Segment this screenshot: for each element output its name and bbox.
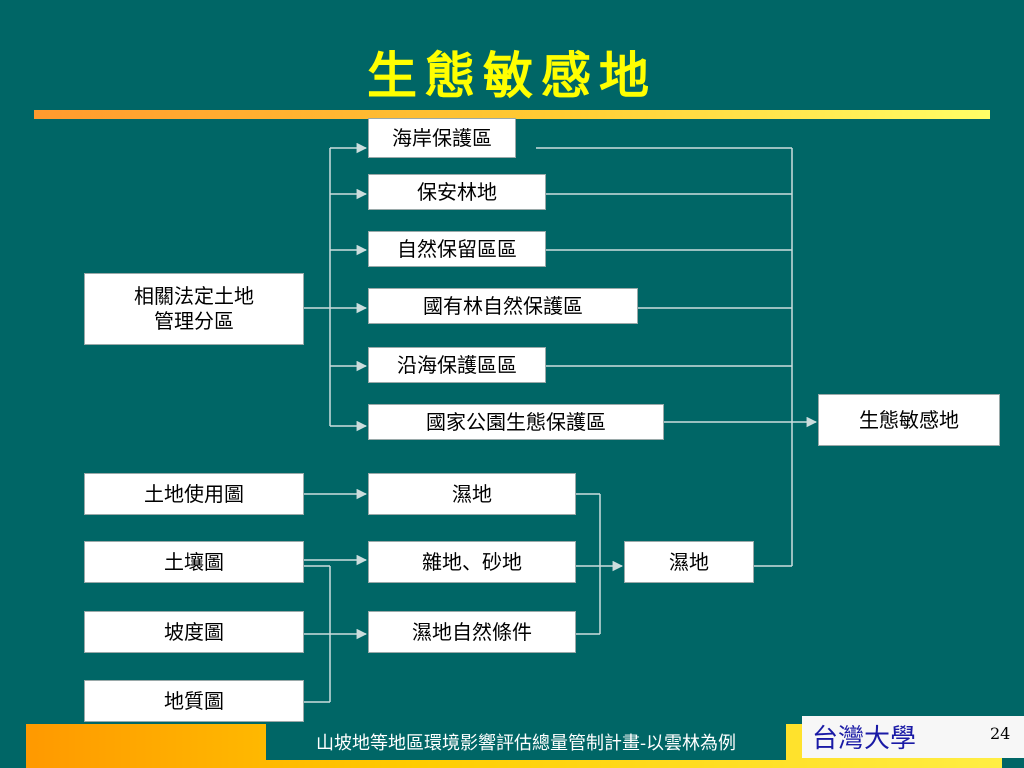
university-logo-text: 台灣大學 [812,724,917,754]
box-wetland: 濕地 [368,473,576,515]
slide-title: 生態敏感地 [367,46,657,105]
box-coastal-protection-2: 沿海保護區區 [368,347,546,383]
box-wasteland-sand: 雜地、砂地 [368,541,576,583]
box-wetland-result: 濕地 [624,541,754,583]
box-soil-map: 土壤圖 [84,541,304,583]
box-national-park-eco: 國家公園生態保護區 [368,404,664,440]
title-underline [34,110,990,119]
logo-area [802,716,1024,758]
footer-project-title: 山坡地等地區環境影響評估總量管制計畫-以雲林為例 [266,724,786,760]
box-national-forest-reserve: 國有林自然保護區 [368,288,638,324]
box-wetland-conditions: 濕地自然條件 [368,611,576,653]
box-protection-forest: 保安林地 [368,174,546,210]
box-geology-map: 地質圖 [84,680,304,722]
box-nature-reserve: 自然保留區區 [368,231,546,267]
box-coastal-protection: 海岸保護區 [368,118,516,158]
page-number: 24 [990,724,1011,743]
box-slope-map: 坡度圖 [84,611,304,653]
box-zoning: 相關法定土地 管理分區 [84,273,304,345]
box-eco-sensitive: 生態敏感地 [818,394,1000,446]
box-landuse-map: 土地使用圖 [84,473,304,515]
